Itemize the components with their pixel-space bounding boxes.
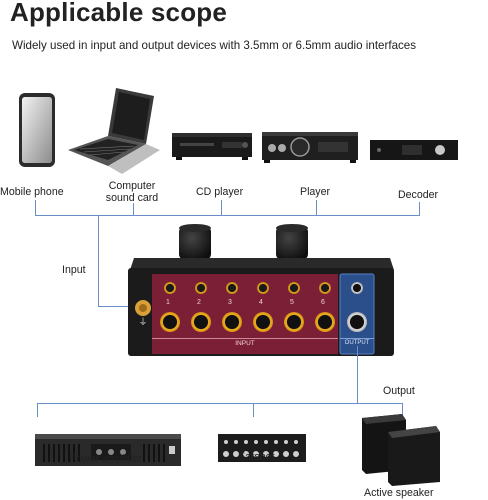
channel-number: 1 bbox=[166, 299, 170, 306]
connector-line bbox=[35, 215, 420, 216]
input-jack-small-5[interactable] bbox=[288, 282, 300, 294]
connector-line bbox=[253, 403, 254, 417]
page-title: Applicable scope bbox=[10, 0, 228, 27]
panel-output-text: OUTPUT bbox=[344, 340, 370, 346]
connector-line bbox=[35, 200, 36, 215]
laptop-image bbox=[64, 86, 160, 178]
channel-number: 5 bbox=[290, 299, 294, 306]
mobile-phone-image bbox=[18, 92, 56, 168]
device-label-computer-sound-card: Computer sound card bbox=[105, 180, 159, 204]
input-jack-large-2[interactable] bbox=[191, 312, 211, 332]
decoder-image bbox=[370, 138, 458, 162]
channel-number: 2 bbox=[197, 299, 201, 306]
connector-line bbox=[402, 403, 403, 417]
input-panel: 1 2 3 4 5 6 INPUT bbox=[152, 274, 338, 354]
input-jack-large-6[interactable] bbox=[315, 312, 335, 332]
channel-number: 3 bbox=[228, 299, 232, 306]
output-label: Output bbox=[383, 385, 415, 397]
input-jack-small-3[interactable] bbox=[226, 282, 238, 294]
device-label-earshot: Earshot bbox=[238, 451, 275, 463]
device-label-cd-player: CD player bbox=[196, 186, 244, 198]
player-image bbox=[262, 128, 358, 164]
earshot-image bbox=[218, 432, 306, 464]
connector-line bbox=[357, 346, 358, 404]
input-jack-large-1[interactable] bbox=[160, 312, 180, 332]
connector-line bbox=[133, 203, 134, 215]
device-label-decoder: Decoder bbox=[398, 189, 439, 201]
output-panel: OUTPUT bbox=[340, 274, 374, 354]
input-jack-large-5[interactable] bbox=[284, 312, 304, 332]
power-amplifier-image bbox=[35, 432, 181, 468]
device-label-active-speaker: Active speaker bbox=[364, 487, 434, 499]
input-jack-small-2[interactable] bbox=[195, 282, 207, 294]
input-jack-large-3[interactable] bbox=[222, 312, 242, 332]
channel-number: 6 bbox=[321, 299, 325, 306]
channel-number: 4 bbox=[259, 299, 263, 306]
input-jack-small-6[interactable] bbox=[319, 282, 331, 294]
connector-line bbox=[419, 202, 420, 215]
device-label-player: Player bbox=[300, 186, 331, 198]
device-label-mobile-phone: Mobile phone bbox=[0, 186, 64, 198]
connector-line bbox=[98, 306, 136, 307]
input-jack-large-4[interactable] bbox=[253, 312, 273, 332]
input-label: Input bbox=[62, 264, 86, 276]
connector-line bbox=[37, 403, 403, 404]
page-subtitle: Widely used in input and output devices … bbox=[12, 39, 417, 52]
input-jack-small-4[interactable] bbox=[257, 282, 269, 294]
connector-line bbox=[98, 215, 99, 307]
connector-line bbox=[37, 403, 38, 417]
panel-input-text: INPUT bbox=[235, 340, 255, 347]
cd-player-image bbox=[172, 130, 252, 160]
svg-text:⏚: ⏚ bbox=[138, 317, 147, 327]
connector-line bbox=[316, 200, 317, 215]
output-jack-large[interactable] bbox=[347, 312, 367, 332]
output-jack-small[interactable] bbox=[351, 282, 363, 294]
device-label-power-amplifier: Power amplifier bbox=[69, 453, 143, 465]
active-speaker-image bbox=[358, 412, 444, 486]
connector-line bbox=[221, 200, 222, 215]
input-jack-small-1[interactable] bbox=[164, 282, 176, 294]
